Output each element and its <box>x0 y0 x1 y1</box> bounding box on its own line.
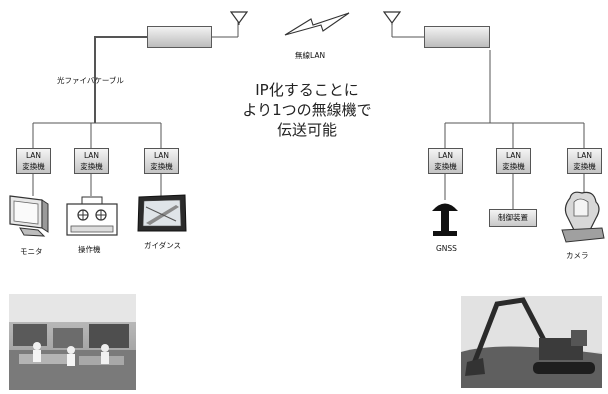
control-device-box: 制御装置 <box>489 209 537 227</box>
left-radio-unit <box>147 26 212 48</box>
lan-converter-sublabel: 変換機 <box>150 162 173 171</box>
main-message-line-3: 伝送可能 <box>276 121 337 139</box>
camera-icon <box>561 191 605 243</box>
lan-converter-label: LAN <box>25 151 42 160</box>
operation-unit-label: 操作機 <box>78 245 101 254</box>
lan-converter-sublabel: 変換機 <box>573 162 596 171</box>
monitor-label: モニタ <box>20 247 43 256</box>
fiber-cable-label: 光ファイバケーブル <box>57 76 124 85</box>
left-antenna-icon <box>230 11 248 25</box>
main-message: IP化することに より1つの無線機で 伝送可能 <box>232 80 382 140</box>
lan-converter-sublabel: 変換機 <box>434 162 457 171</box>
monitor-icon <box>9 195 49 237</box>
right-antenna-icon <box>383 11 401 25</box>
lan-converter-sublabel: 変換機 <box>502 162 525 171</box>
right-radio-unit <box>424 26 490 48</box>
lan-converter-operation: LAN 変換機 <box>74 148 109 174</box>
excavator-photo <box>461 296 602 388</box>
lan-converter-control: LAN 変換機 <box>496 148 531 174</box>
lan-converter-monitor: LAN 変換機 <box>16 148 51 174</box>
operation-unit-icon <box>66 196 118 236</box>
wireless-lan-label: 無線LAN <box>295 51 326 60</box>
camera-label: カメラ <box>566 251 589 260</box>
main-message-line-1: IP化することに <box>255 81 359 99</box>
lan-converter-camera: LAN 変換機 <box>567 148 602 174</box>
operation-room-photo <box>9 294 136 390</box>
lan-converter-guidance: LAN 変換機 <box>144 148 179 174</box>
guidance-icon <box>137 194 187 232</box>
fiber-cable-line <box>94 36 147 123</box>
main-message-line-2: より1つの無線機で <box>242 101 372 119</box>
lan-converter-label: LAN <box>576 151 593 160</box>
lan-converter-label: LAN <box>83 151 100 160</box>
gnss-label: GNSS <box>436 244 457 253</box>
lan-converter-sublabel: 変換機 <box>80 162 103 171</box>
gnss-icon <box>432 203 458 236</box>
lan-converter-label: LAN <box>505 151 522 160</box>
guidance-label: ガイダンス <box>144 241 182 250</box>
lan-converter-sublabel: 変換機 <box>22 162 45 171</box>
lan-converter-label: LAN <box>437 151 454 160</box>
lan-converter-label: LAN <box>153 151 170 160</box>
wireless-signal-icon <box>284 12 350 36</box>
lan-converter-gnss: LAN 変換機 <box>428 148 463 174</box>
